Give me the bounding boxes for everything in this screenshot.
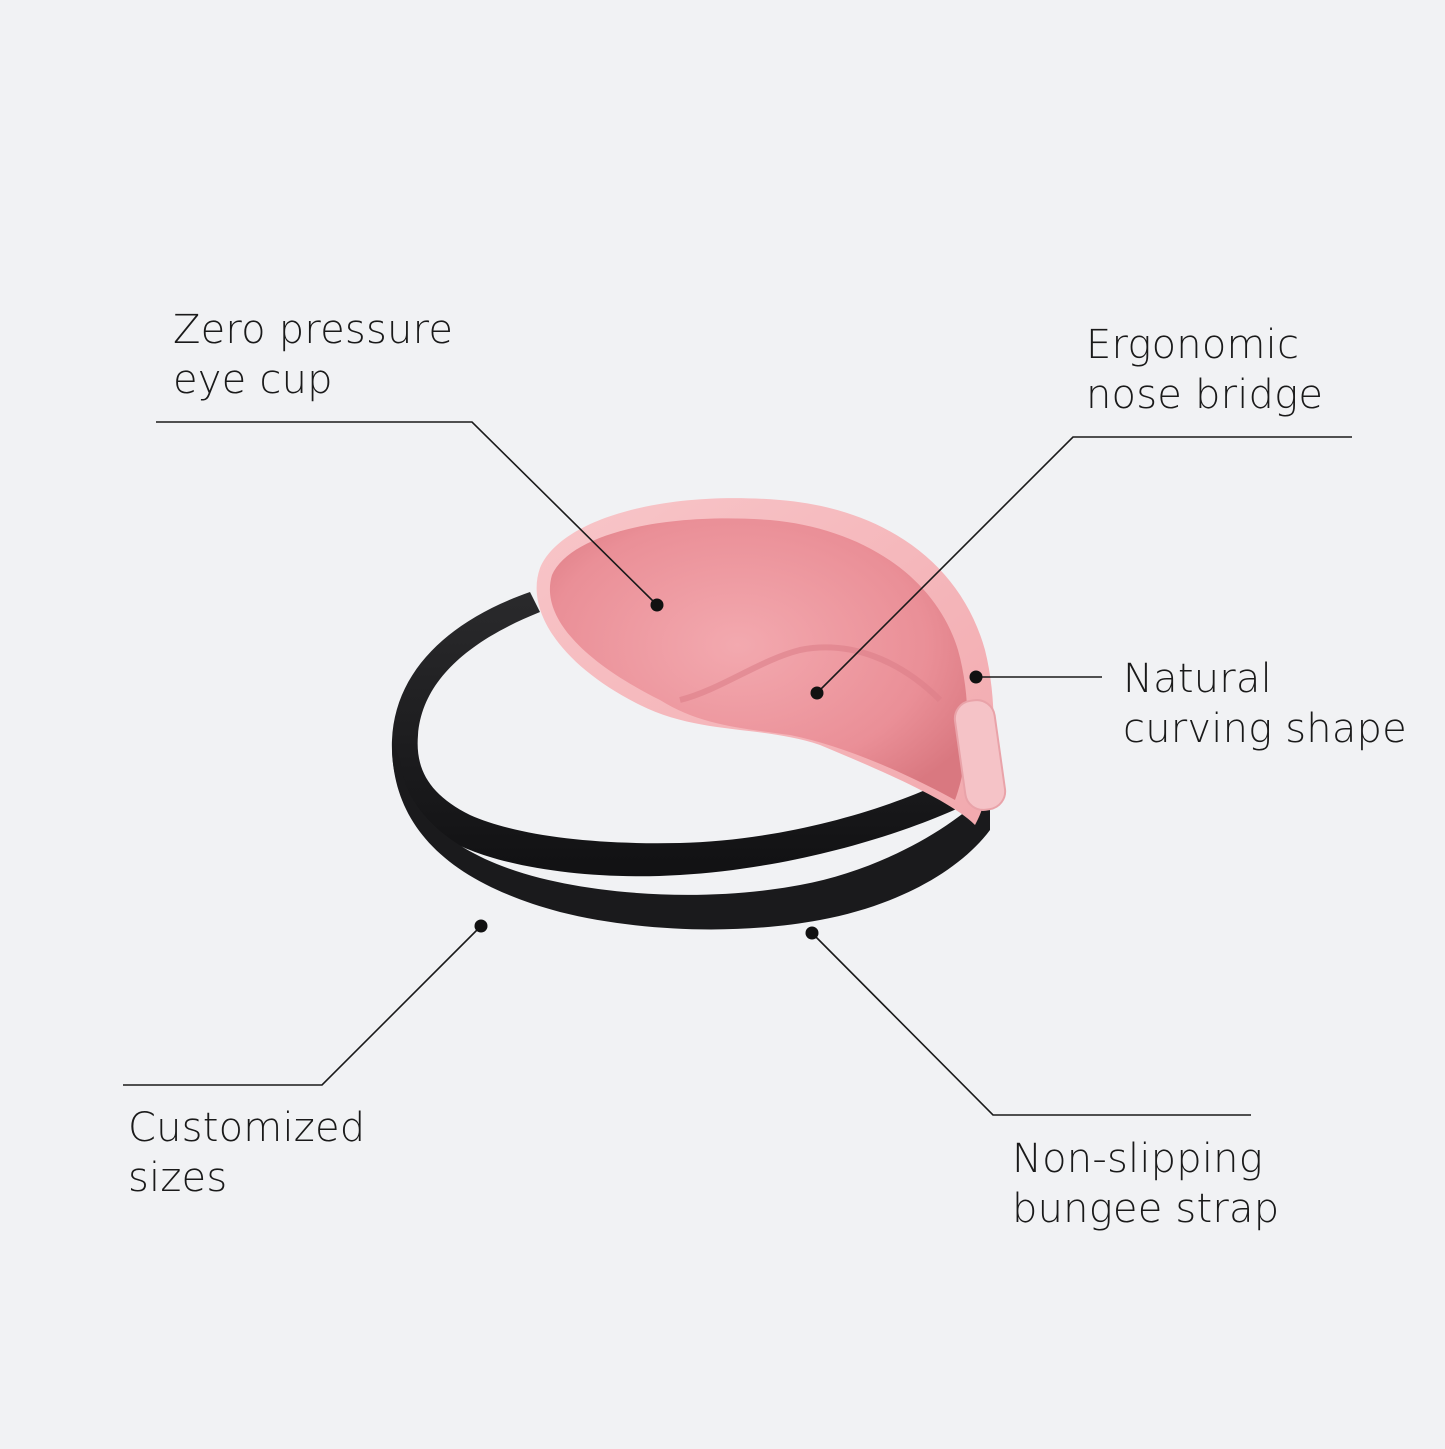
dot-sizes bbox=[474, 919, 488, 933]
callout-curving-shape: Natural curving shape bbox=[1123, 654, 1407, 754]
leader-nose-bridge bbox=[816, 436, 1352, 694]
strap-front bbox=[391, 740, 990, 930]
callout-sizes: Customized sizes bbox=[128, 1103, 365, 1203]
dot-curving-shape bbox=[969, 670, 983, 684]
leader-eye-cup bbox=[156, 421, 658, 606]
callout-sizes-line2: sizes bbox=[128, 1155, 228, 1201]
callout-nose-bridge-line2: nose bridge bbox=[1086, 372, 1324, 418]
callout-strap-line1: Non-slipping bbox=[1012, 1136, 1263, 1182]
callout-eye-cup: Zero pressure eye cup bbox=[173, 305, 453, 405]
eye-cup bbox=[549, 518, 968, 800]
callout-curving-shape-line1: Natural bbox=[1123, 656, 1272, 702]
nose-bridge-contour bbox=[679, 644, 943, 703]
dot-strap bbox=[805, 926, 819, 940]
leader-strap bbox=[811, 932, 1251, 1116]
callout-eye-cup-line2: eye cup bbox=[173, 357, 333, 403]
callout-strap-line2: bungee strap bbox=[1012, 1186, 1280, 1232]
callout-nose-bridge-line1: Ergonomic bbox=[1086, 322, 1300, 368]
leader-sizes bbox=[123, 925, 482, 1086]
dot-nose-bridge bbox=[810, 686, 824, 700]
callout-curving-shape-line2: curving shape bbox=[1123, 706, 1407, 752]
callout-nose-bridge: Ergonomic nose bridge bbox=[1086, 320, 1323, 420]
callout-sizes-line1: Customized bbox=[128, 1105, 366, 1151]
dot-eye-cup bbox=[650, 598, 664, 612]
callout-eye-cup-line1: Zero pressure bbox=[173, 307, 454, 353]
strap-buckle bbox=[953, 699, 1007, 811]
callout-strap: Non-slipping bungee strap bbox=[1012, 1134, 1279, 1234]
leader-lines bbox=[123, 421, 1352, 1116]
